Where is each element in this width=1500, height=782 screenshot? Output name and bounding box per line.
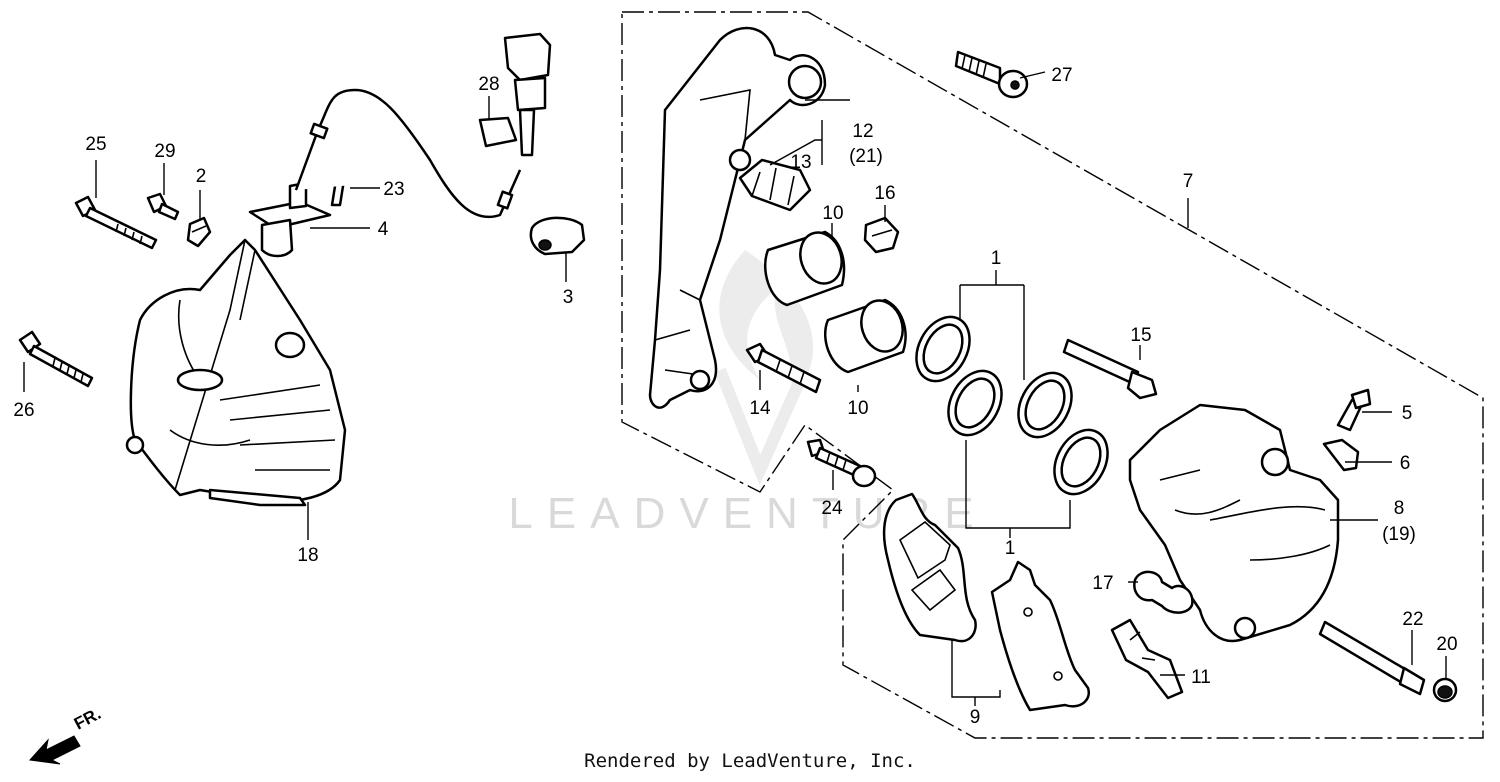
callout-12-alt: (21) [849, 146, 883, 167]
bleeder-cap-6 [1322, 438, 1360, 472]
callout-15: 15 [1130, 325, 1151, 346]
bolt-24 [806, 438, 877, 488]
leader-lines [23, 71, 1447, 706]
callout-2: 2 [196, 166, 207, 187]
callout-22: 22 [1402, 609, 1423, 630]
callout-4: 4 [378, 219, 389, 240]
callout-20: 20 [1436, 634, 1457, 655]
piston-10-upper [763, 230, 846, 307]
callout-8: 8 [1394, 498, 1405, 519]
callout-10: 10 [822, 203, 843, 224]
callout-27: 27 [1051, 65, 1072, 86]
cap-2 [186, 216, 212, 248]
callout-10: 10 [847, 398, 868, 419]
seal-ring-1-c [1017, 371, 1073, 439]
pin-boot-17 [1133, 570, 1194, 614]
pin-bolt-15 [1062, 338, 1158, 400]
callout-3: 3 [563, 287, 574, 308]
callout-12: 12 [852, 121, 873, 142]
callout-16: 16 [874, 183, 895, 204]
seal-ring-1-b [947, 369, 1003, 437]
callout-28: 28 [478, 74, 499, 95]
callout-9: 9 [970, 707, 981, 728]
pad-spring-13 [738, 158, 812, 212]
callout-5: 5 [1402, 403, 1413, 424]
seal-ring-1-a [915, 315, 971, 383]
callout-labels: 1 1 2 3 4 5 6 7 8 (19) 9 10 10 11 12 (21… [13, 65, 1457, 728]
pin-bolt-22 [1318, 620, 1426, 696]
cap-16 [863, 216, 900, 254]
callout-6: 6 [1400, 453, 1411, 474]
assembly-outline [621, 11, 1484, 739]
callout-24: 24 [821, 498, 843, 519]
front-direction-label: FR. [71, 704, 104, 734]
caliper-bracket-12 [648, 26, 827, 409]
bolt-26 [18, 330, 94, 388]
callout-25: 25 [85, 134, 106, 155]
seal-ring-1-d [1053, 428, 1109, 496]
caliper-assembly-18 [125, 238, 347, 507]
watermark-flame-logo [714, 250, 814, 486]
callout-8-alt: (19) [1382, 524, 1416, 545]
sensor-wire [294, 88, 522, 219]
callout-1: 1 [991, 248, 1002, 269]
bolt-25 [74, 195, 158, 250]
bolt-27 [954, 50, 1029, 99]
pad-retainer-11 [1110, 618, 1184, 700]
clamp-3 [529, 216, 586, 256]
callout-7: 7 [1183, 171, 1194, 192]
brake-pad-9-rear [990, 560, 1091, 712]
callout-26: 26 [13, 400, 34, 421]
render-credit: Rendered by LeadVenture, Inc. [584, 750, 916, 772]
brake-pad-9-front [882, 492, 977, 643]
callout-11: 11 [1191, 667, 1211, 688]
speed-sensor-4 [248, 181, 332, 258]
callout-1: 1 [1005, 538, 1016, 559]
cap-20 [1432, 677, 1458, 703]
callout-17: 17 [1092, 573, 1113, 594]
pin-bolt-14 [745, 342, 822, 394]
connector-clip-28 [478, 32, 552, 157]
caliper-body-8 [1128, 403, 1340, 643]
piston-10-lower [823, 298, 907, 374]
callout-14: 14 [749, 398, 771, 419]
bleeder-screw-29 [146, 192, 180, 221]
bleeder-valve-5 [1336, 388, 1372, 432]
callout-23: 23 [383, 179, 404, 200]
callout-13: 13 [790, 152, 811, 173]
callout-29: 29 [154, 141, 175, 162]
callout-18: 18 [297, 545, 318, 566]
